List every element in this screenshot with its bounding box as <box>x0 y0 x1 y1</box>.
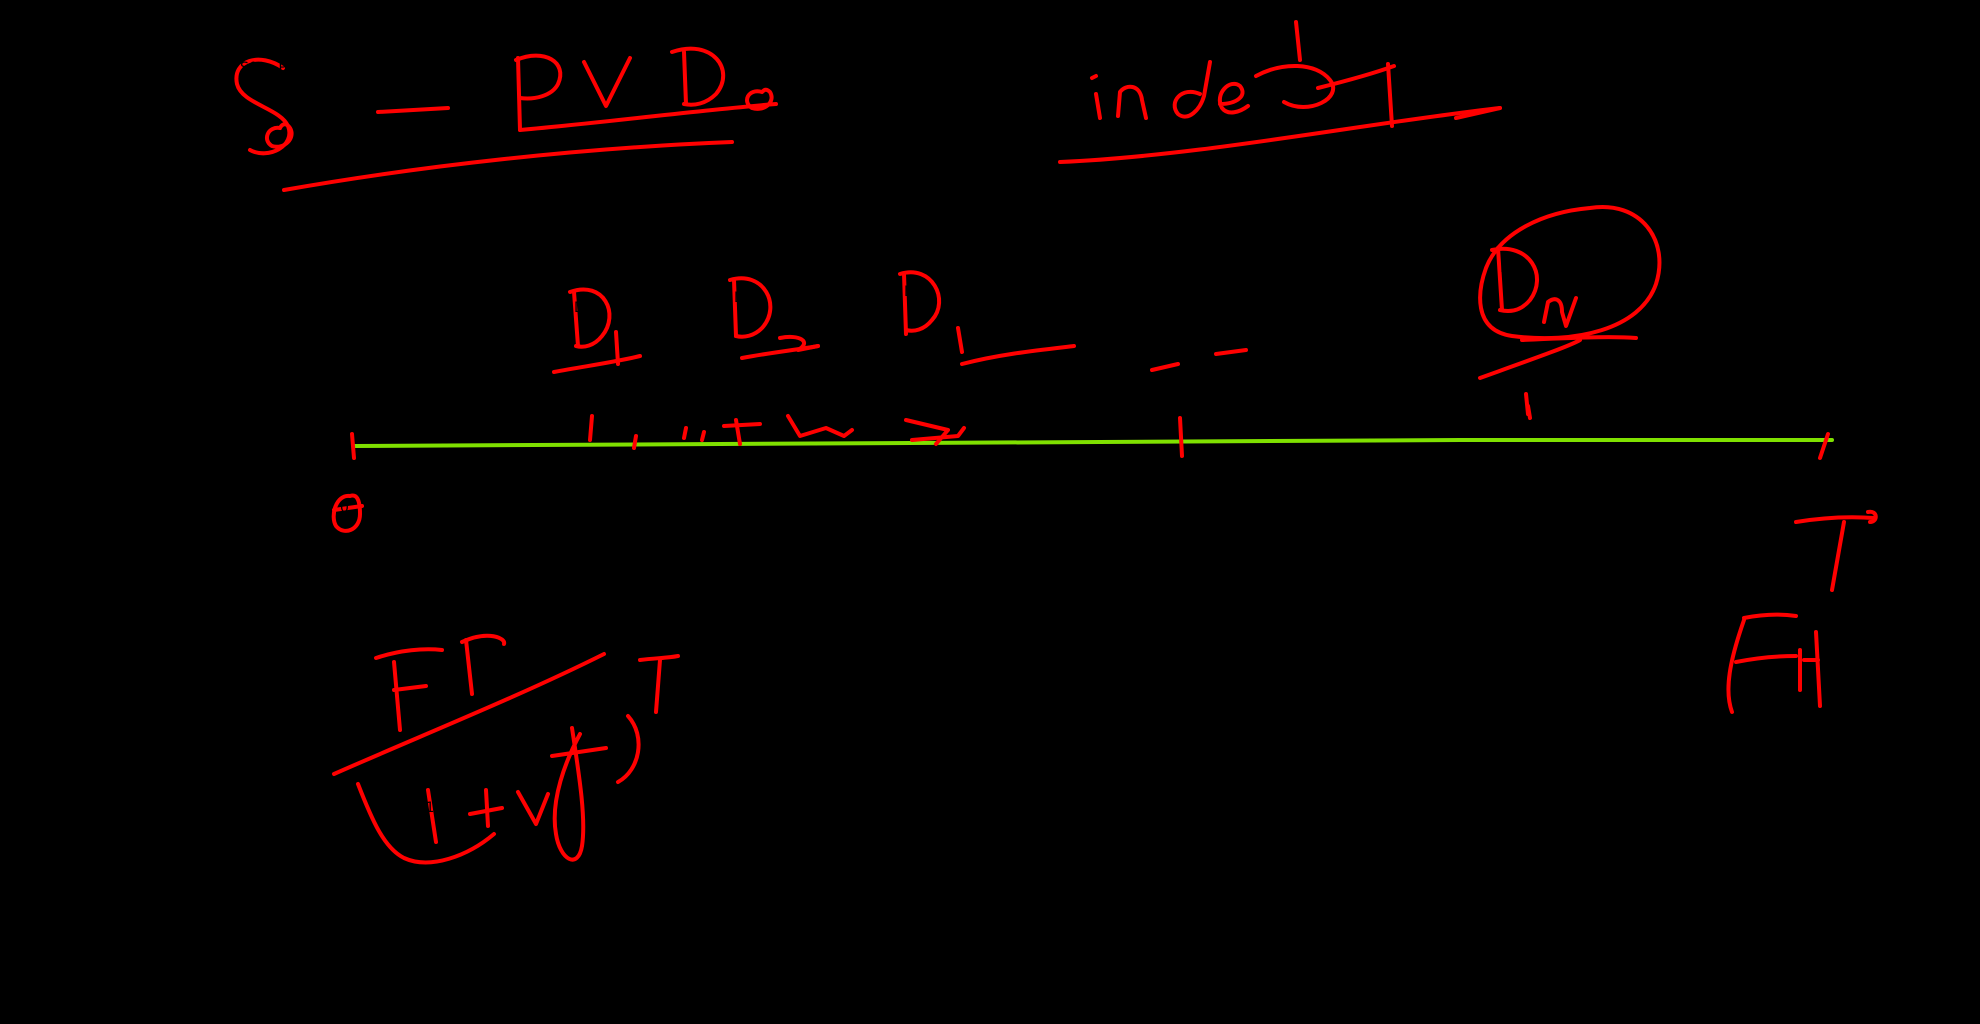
dividend-dn-circled <box>1478 204 1662 416</box>
word-index <box>1058 20 1502 164</box>
time-start-label <box>331 493 364 533</box>
dividend-d1 <box>552 287 642 374</box>
label-fh <box>1726 612 1822 714</box>
time-end-label <box>1794 509 1878 592</box>
fraction-fp-over-discount <box>332 633 680 865</box>
timeline <box>350 404 1834 460</box>
formula-s0-pv-d0 <box>234 46 778 192</box>
dividend-dots <box>1150 348 1248 372</box>
dividend-d3 <box>898 270 1076 366</box>
dividend-d2 <box>728 276 820 360</box>
timeline-ticks <box>350 404 1830 460</box>
